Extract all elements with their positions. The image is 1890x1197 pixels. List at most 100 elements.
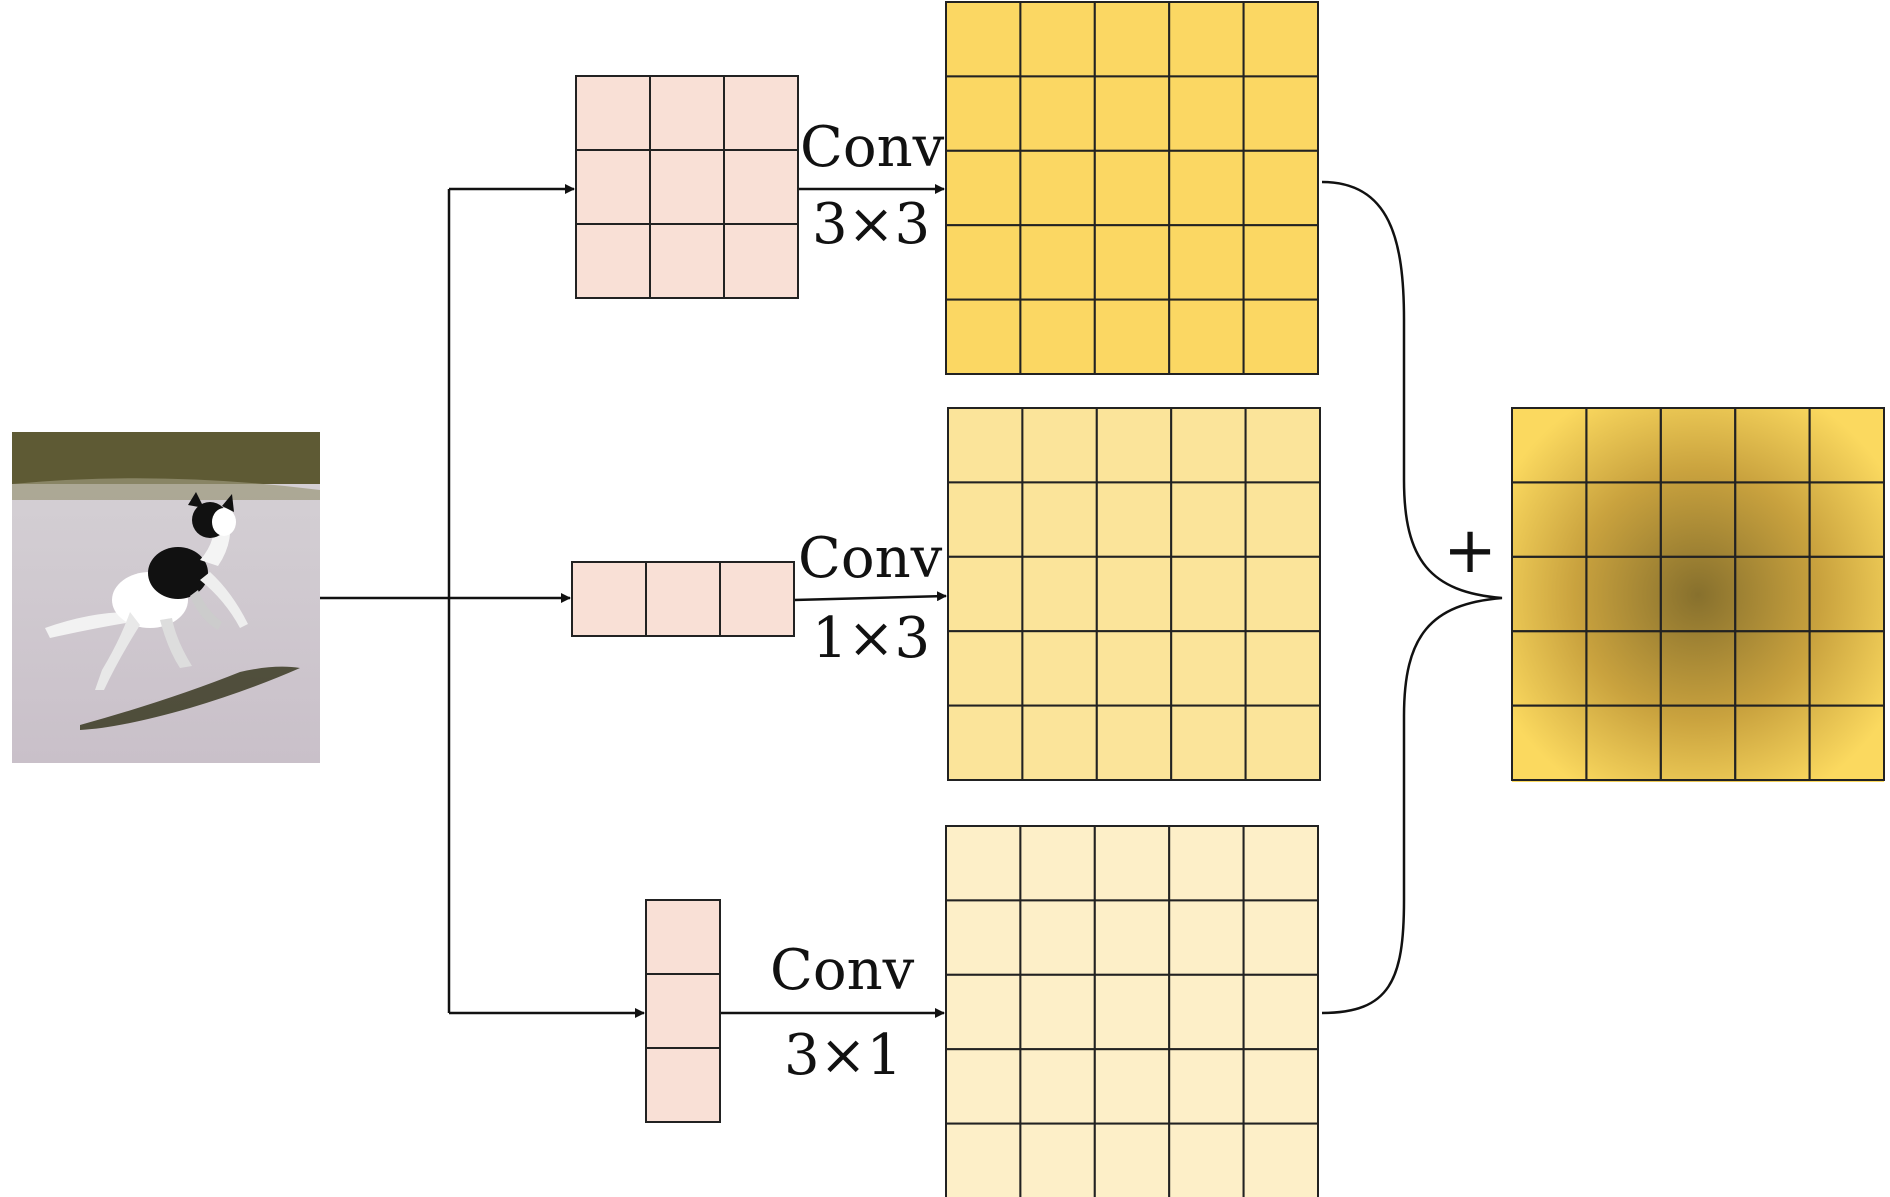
output-map-2-cell bbox=[1244, 630, 1321, 707]
output-map-1-cell bbox=[1168, 149, 1245, 227]
summed-map bbox=[1511, 407, 1885, 781]
output-map-3-cell bbox=[945, 899, 1022, 976]
kernel-3-cell bbox=[645, 1047, 721, 1123]
output-map-3-cell bbox=[1168, 973, 1245, 1051]
output-map-3-cell bbox=[1093, 899, 1171, 976]
output-map-3-cell bbox=[1019, 899, 1096, 976]
output-map-3-cell bbox=[1168, 825, 1245, 902]
output-map-2-cell bbox=[1095, 555, 1173, 633]
kernel-2 bbox=[571, 561, 795, 637]
output-map-1 bbox=[945, 1, 1319, 376]
output-map-2-cell bbox=[947, 555, 1024, 633]
kernel-2-cell bbox=[571, 561, 647, 637]
output-map-3-cell bbox=[1019, 973, 1096, 1051]
output-map-2-cell bbox=[1170, 481, 1247, 558]
output-map-2-cell bbox=[947, 704, 1024, 781]
output-map-1-cell bbox=[1019, 149, 1096, 227]
output-map-3-cell bbox=[1019, 1048, 1096, 1125]
output-map-2-cell bbox=[1170, 407, 1247, 484]
output-map-2-cell bbox=[1170, 630, 1247, 707]
output-map-1-cell bbox=[1242, 298, 1319, 376]
output-map-3-cell bbox=[1093, 1122, 1171, 1197]
output-map-1-cell bbox=[1019, 224, 1096, 301]
output-map-2-cell bbox=[1244, 481, 1321, 558]
output-map-2-cell bbox=[1244, 555, 1321, 633]
kernel-2-cell bbox=[719, 561, 795, 637]
output-map-2-cell bbox=[1095, 704, 1173, 781]
output-map-1-cell bbox=[945, 224, 1022, 301]
branch-1-op-label: Conv bbox=[800, 115, 945, 180]
output-map-3-cell bbox=[1242, 899, 1319, 976]
output-map-1-cell bbox=[1168, 75, 1245, 152]
output-map-2-cell bbox=[947, 407, 1024, 484]
output-map-2-cell bbox=[1021, 481, 1098, 558]
kernel-1-cell bbox=[723, 149, 799, 225]
kernel-1-cell bbox=[575, 75, 651, 151]
plus-icon: + bbox=[1443, 514, 1497, 588]
branch-3-op-label: Conv bbox=[770, 938, 915, 1003]
kernel-1-cell bbox=[575, 223, 651, 299]
output-map-1-cell bbox=[1242, 75, 1319, 152]
summed-feature-map bbox=[1511, 407, 1885, 782]
branch-1-kernel-label: 3×3 bbox=[812, 192, 930, 257]
output-map-3-cell bbox=[1019, 1122, 1096, 1197]
output-map-3-cell bbox=[1168, 1048, 1245, 1125]
output-map-1-cell bbox=[1019, 1, 1096, 78]
output-map-1-cell bbox=[1168, 298, 1245, 376]
output-map-3-cell bbox=[945, 1122, 1022, 1197]
kernel-1-cell bbox=[649, 223, 725, 299]
branch-labels: Conv 3×3 Conv 1×3 Conv 3×1 bbox=[770, 115, 945, 1088]
dog-icon bbox=[45, 492, 248, 690]
output-map-2-cell bbox=[1095, 630, 1173, 707]
output-map-1-cell bbox=[1168, 224, 1245, 301]
output-map-2-cell bbox=[1170, 704, 1247, 781]
output-map-1-cell bbox=[1093, 1, 1171, 78]
output-map-1-cell bbox=[1019, 75, 1096, 152]
dog-shadow-icon bbox=[80, 666, 300, 730]
output-map-2-cell bbox=[1170, 555, 1247, 633]
output-map-2-cell bbox=[947, 481, 1024, 558]
branch-2-op-label: Conv bbox=[798, 526, 943, 591]
output-map-1-cell bbox=[1093, 149, 1171, 227]
outputs bbox=[945, 1, 1321, 1197]
output-map-2-cell bbox=[1021, 704, 1098, 781]
output-map-2-cell bbox=[1244, 407, 1321, 484]
output-map-1-cell bbox=[1093, 298, 1171, 376]
output-map-1-cell bbox=[1093, 75, 1171, 152]
output-map-3-cell bbox=[1093, 1048, 1171, 1125]
output-map-3-cell bbox=[1093, 825, 1171, 902]
output-map-3-cell bbox=[1019, 825, 1096, 902]
output-map-3-cell bbox=[1168, 899, 1245, 976]
kernel-1-cell bbox=[649, 149, 725, 225]
output-map-1-cell bbox=[945, 1, 1022, 78]
connectors bbox=[320, 184, 947, 1018]
output-map-1-cell bbox=[945, 149, 1022, 227]
output-map-3-cell bbox=[945, 1048, 1022, 1125]
output-map-2-cell bbox=[1095, 407, 1173, 484]
kernel-1 bbox=[575, 75, 799, 299]
kernels bbox=[571, 75, 799, 1123]
output-map-3-cell bbox=[1093, 973, 1171, 1051]
output-map-2-cell bbox=[1021, 630, 1098, 707]
kernel-1-cell bbox=[723, 223, 799, 299]
summed-map-cell bbox=[1808, 704, 1885, 781]
output-map-3-cell bbox=[1242, 825, 1319, 902]
output-map-3-cell bbox=[1242, 973, 1319, 1051]
output-map-1-cell bbox=[1093, 224, 1171, 301]
photo-background-grass bbox=[12, 432, 320, 484]
output-map-1-cell bbox=[1242, 1, 1319, 78]
output-map-2 bbox=[947, 407, 1321, 781]
kernel-3-cell bbox=[645, 973, 721, 1049]
kernel-1-cell bbox=[649, 75, 725, 151]
output-map-1-cell bbox=[1242, 149, 1319, 227]
kernel-3 bbox=[645, 899, 721, 1123]
sum-brace bbox=[1321, 180, 1503, 1015]
output-map-1-cell bbox=[1168, 1, 1245, 78]
output-map-3-cell bbox=[945, 825, 1022, 902]
output-map-1-cell bbox=[945, 75, 1022, 152]
output-map-3-cell bbox=[945, 973, 1022, 1051]
kernel-2-cell bbox=[645, 561, 721, 637]
output-map-3-cell bbox=[1242, 1122, 1319, 1197]
kernel-1-cell bbox=[575, 149, 651, 225]
